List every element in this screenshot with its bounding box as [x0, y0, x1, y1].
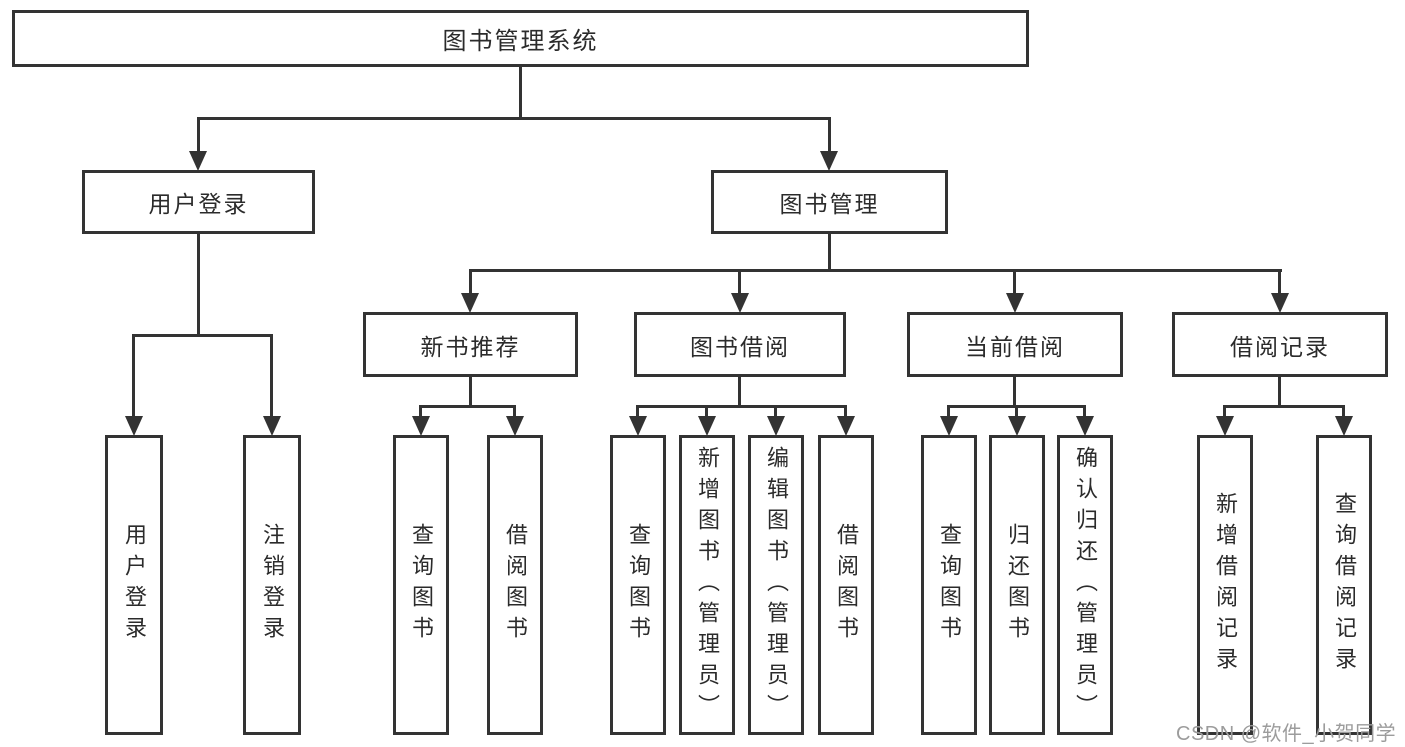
connector-line [1015, 405, 1018, 419]
arrow-down-icon [731, 293, 749, 313]
leaf-query-books-current: 查询图书 [921, 435, 977, 735]
connector-line [132, 334, 273, 337]
connector-line [1223, 405, 1226, 419]
connector-line [513, 405, 516, 419]
leaf-add-borrow-record: 新增借阅记录 [1197, 435, 1253, 735]
connector-line [270, 334, 273, 419]
leaf-borrow-books-recommend: 借阅图书 [487, 435, 543, 735]
connector-line [197, 234, 200, 337]
leaf-query-books-recommend: 查询图书 [393, 435, 449, 735]
connector-line [774, 405, 777, 419]
connector-line [636, 405, 847, 408]
connector-line [197, 117, 831, 120]
leaf-confirm-return-admin: 确认归还（管理员） [1057, 435, 1113, 735]
arrow-down-icon [263, 416, 281, 436]
arrow-down-icon [189, 151, 207, 171]
arrow-down-icon [412, 416, 430, 436]
connector-line [828, 234, 831, 272]
node-user-login: 用户登录 [82, 170, 315, 234]
arrow-down-icon [837, 416, 855, 436]
arrow-down-icon [1006, 293, 1024, 313]
connector-line [469, 269, 472, 296]
connector-line [1278, 377, 1281, 408]
connector-line [828, 117, 831, 154]
arrow-down-icon [1271, 293, 1289, 313]
connector-line [469, 269, 1282, 272]
connector-line [197, 117, 200, 154]
connector-line [844, 405, 847, 419]
node-new-book-recommend: 新书推荐 [363, 312, 578, 377]
leaf-return-books: 归还图书 [989, 435, 1045, 735]
leaf-query-borrow-record: 查询借阅记录 [1316, 435, 1372, 735]
arrow-down-icon [820, 151, 838, 171]
connector-line [1223, 405, 1345, 408]
connector-line [469, 377, 472, 408]
arrow-down-icon [1216, 416, 1234, 436]
connector-line [419, 405, 422, 419]
arrow-down-icon [940, 416, 958, 436]
leaf-borrow-books-borrowing: 借阅图书 [818, 435, 874, 735]
leaf-query-books-borrowing: 查询图书 [610, 435, 666, 735]
node-book-management: 图书管理 [711, 170, 948, 234]
arrow-down-icon [767, 416, 785, 436]
arrow-down-icon [125, 416, 143, 436]
connector-line [947, 405, 950, 419]
connector-line [1013, 269, 1016, 296]
leaf-user-login: 用户登录 [105, 435, 163, 735]
arrow-down-icon [1008, 416, 1026, 436]
connector-line [1083, 405, 1086, 419]
connector-line [705, 405, 708, 419]
arrow-down-icon [461, 293, 479, 313]
connector-line [636, 405, 639, 419]
leaf-edit-books-admin: 编辑图书（管理员） [748, 435, 804, 735]
arrow-down-icon [1335, 416, 1353, 436]
arrow-down-icon [629, 416, 647, 436]
arrow-down-icon [1076, 416, 1094, 436]
connector-line [1278, 269, 1281, 296]
leaf-add-books-admin: 新增图书（管理员） [679, 435, 735, 735]
connector-line [419, 405, 516, 408]
connector-line [1342, 405, 1345, 419]
node-book-borrowing: 图书借阅 [634, 312, 846, 377]
node-library-system: 图书管理系统 [12, 10, 1029, 67]
csdn-watermark: CSDN @软件_小贺同学 [1176, 723, 1397, 745]
arrow-down-icon [698, 416, 716, 436]
node-borrowing-records: 借阅记录 [1172, 312, 1388, 377]
connector-line [132, 334, 135, 419]
connector-line [738, 269, 741, 296]
arrow-down-icon [506, 416, 524, 436]
connector-line [1013, 377, 1016, 408]
node-current-borrowing: 当前借阅 [907, 312, 1123, 377]
leaf-logout: 注销登录 [243, 435, 301, 735]
connector-line [738, 377, 741, 408]
connector-line [519, 67, 522, 120]
